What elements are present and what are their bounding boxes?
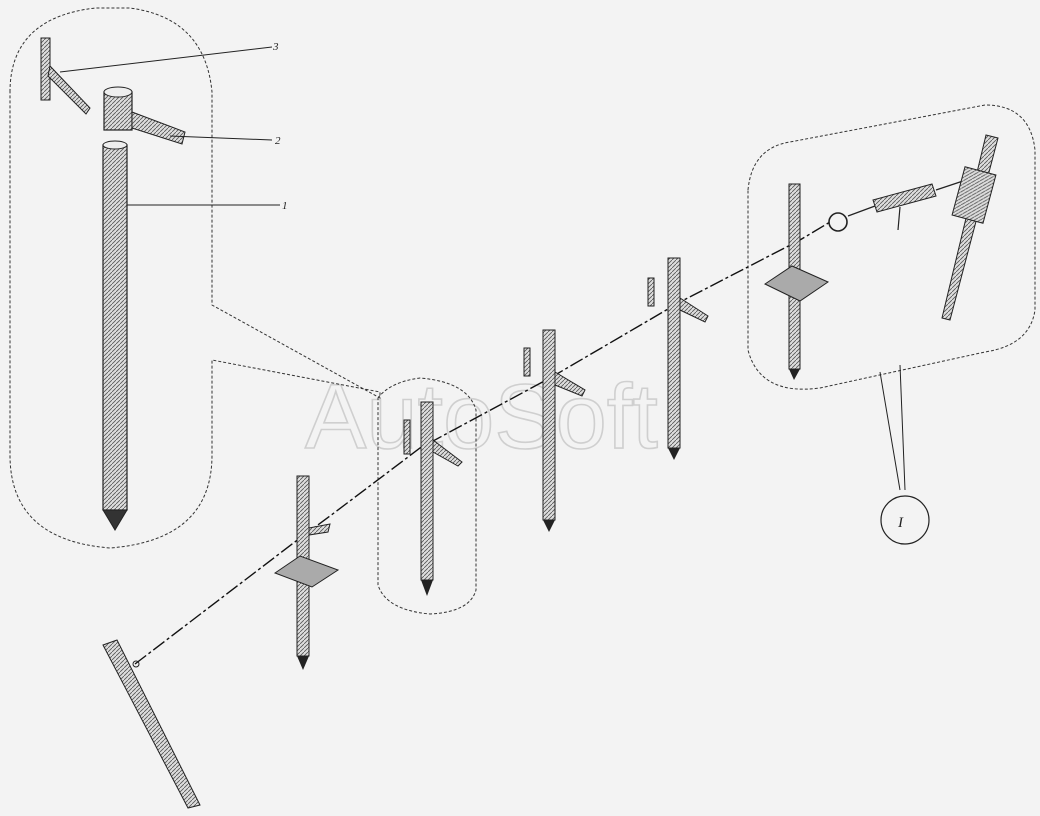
detail-plate-stake: [763, 183, 848, 380]
tee-handle-part: [40, 37, 91, 115]
clamp-part: [103, 86, 186, 145]
callout-3: 3: [272, 41, 279, 53]
anchor-stake: [102, 639, 201, 809]
callout-1: 1: [282, 200, 288, 212]
stake-4: [647, 257, 709, 460]
stake-detail-outline: [9, 7, 381, 549]
highlighted-stake: [403, 401, 463, 596]
detail-pointer-lines: [879, 364, 906, 491]
stake-3: [523, 329, 586, 532]
watermark-text: AutoSoft: [305, 366, 658, 468]
enlarged-stake: [102, 140, 128, 531]
stake-with-plate-1: [273, 475, 340, 670]
leader-lines: [59, 46, 280, 206]
detail-end-stake: [941, 134, 999, 321]
callout-2: 2: [275, 135, 281, 147]
detail-reference-label: I: [897, 515, 904, 531]
detail-reference-marker: I: [880, 495, 930, 545]
highlighted-stake-outline: [377, 377, 477, 615]
tensioner-detail-outline: [747, 104, 1036, 390]
